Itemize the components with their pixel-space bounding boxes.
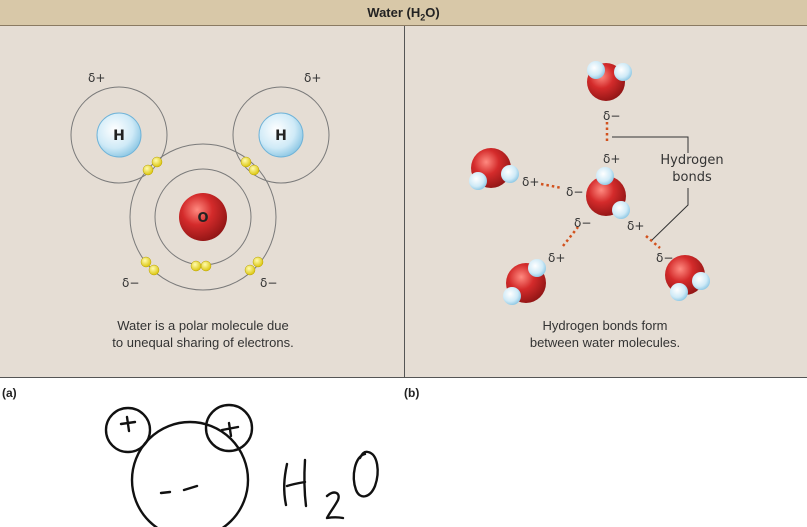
callout-label-line1: Hydrogen (660, 153, 723, 168)
panel-divider (404, 26, 405, 378)
hydrogen-bond-diagram-b: Hydrogen bonds (469, 61, 724, 305)
electron (244, 264, 256, 276)
partial-charge-plus-right: δ+ (304, 71, 321, 85)
electron (252, 256, 264, 268)
caption-b-line2: between water molecules. (529, 335, 681, 350)
callout-lines (612, 136, 689, 241)
panel-label-b: (b) (404, 386, 420, 400)
hydrogen-atom-left (96, 112, 142, 158)
molecule-diagram-a: H H O δ+ δ+ δ− δ− (70, 71, 330, 291)
caption-b: Hydrogen bonds form between water molecu… (462, 317, 748, 351)
sketch-plus-right (220, 421, 240, 438)
hydrogen-symbol-left: H (113, 128, 125, 144)
caption-b-line1: Hydrogen bonds form (542, 318, 668, 333)
figure-panel: Water (H2O) (0, 0, 807, 378)
callout-label-line2: bonds (672, 170, 712, 185)
electron-pairs (140, 156, 264, 276)
oxygen-symbol: O (197, 211, 208, 226)
water-molecule (503, 259, 546, 305)
partial-charge-minus-left: δ− (122, 276, 139, 290)
partial-charge-minus: δ− (656, 251, 673, 265)
electron (148, 264, 160, 276)
hydrogen-bond (540, 182, 563, 190)
hydrogen-bond (645, 235, 661, 249)
sketch-circle-right (204, 403, 254, 453)
partial-charge-plus-left: δ+ (88, 71, 105, 85)
water-molecule (586, 167, 630, 219)
hydrogen-bond-lines (540, 122, 661, 249)
water-molecule (469, 148, 519, 190)
hydrogen-left-shell (70, 86, 168, 184)
hydrogen-bond (562, 226, 579, 247)
partial-charge-minus-right: δ− (260, 276, 277, 290)
caption-a-line1: Water is a polar molecule due (117, 318, 289, 333)
hydrogen-symbol-right: H (275, 128, 287, 144)
partial-charge-minus: δ− (566, 185, 583, 199)
title-suffix: O) (425, 5, 440, 20)
sketch-minus (182, 484, 199, 492)
electron (151, 156, 163, 168)
oxygen-outer-shell (129, 143, 277, 291)
figure-illustration: H H O δ+ δ+ δ− δ− (70, 61, 724, 305)
electron (200, 260, 212, 272)
electron (248, 164, 260, 176)
sketch-minus (159, 490, 172, 495)
sketch-letter-h (283, 458, 308, 508)
sketch-digit-2 (325, 491, 345, 520)
partial-charge-minus: δ− (603, 109, 620, 123)
partial-charge-plus: δ+ (603, 152, 620, 166)
hydrogen-atom-right (258, 112, 304, 158)
partial-charge-plus: δ+ (548, 251, 565, 265)
electron (190, 260, 202, 272)
title-prefix: Water (H (367, 5, 421, 20)
partial-charge-plus: δ+ (627, 219, 644, 233)
figure-title: Water (H2O) (0, 0, 807, 26)
caption-a-line2: to unequal sharing of electrons. (112, 335, 294, 350)
partial-charge-minus: δ− (574, 216, 591, 230)
handwritten-sketch (104, 403, 379, 527)
electron (240, 156, 252, 168)
electron (140, 256, 152, 268)
water-molecule (587, 61, 632, 101)
electron (142, 164, 154, 176)
sketch-circle-left (104, 406, 152, 454)
partial-charge-plus: δ+ (522, 175, 539, 189)
hydrogen-right-shell (232, 86, 330, 184)
title-subscript: 2 (420, 12, 426, 23)
sketch-plus-left (119, 415, 137, 433)
figure-bottom-rule (0, 377, 807, 378)
caption-a: Water is a polar molecule due to unequal… (60, 317, 346, 351)
oxygen-atom (179, 193, 227, 241)
water-molecule (665, 255, 710, 301)
panel-label-a: (a) (2, 386, 17, 400)
sketch-letter-o (352, 450, 379, 498)
sketch-circle-large (130, 420, 250, 527)
